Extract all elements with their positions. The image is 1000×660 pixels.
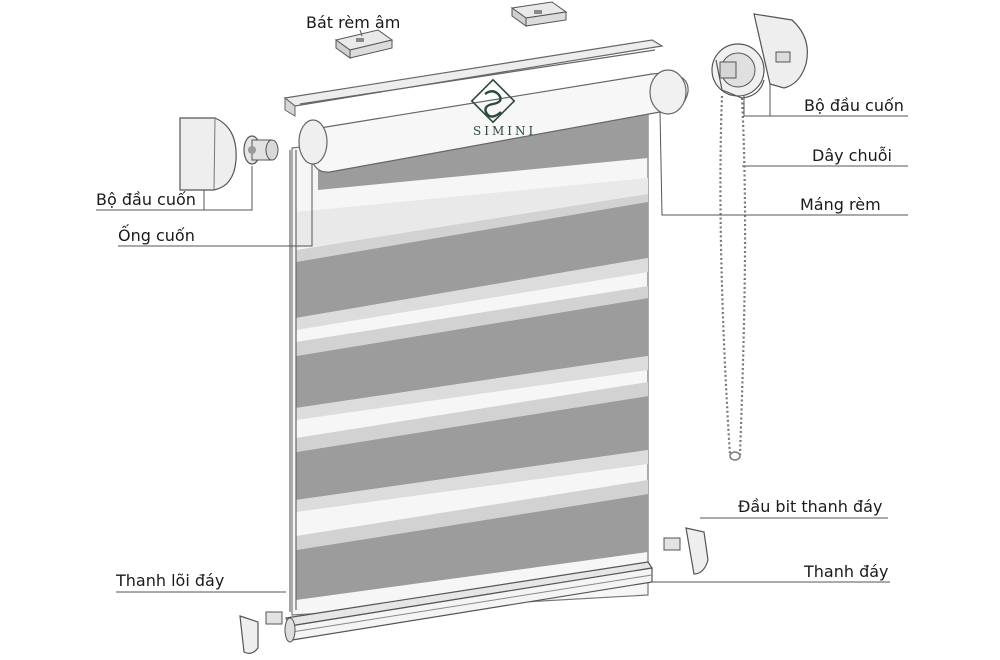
- brand-logo-text: SIMINI: [473, 124, 536, 138]
- label-ong-cuon: Ống cuốn: [118, 224, 195, 245]
- bottom-end-plug-right: [663, 527, 709, 575]
- fabric-dark-stripe: [296, 200, 648, 318]
- bottom-end-plug-left: [239, 611, 283, 654]
- label-bat-rem-am: Bát rèm âm: [306, 13, 400, 32]
- ball-chain: [719, 95, 747, 461]
- label-mang-rem: Máng rèm: [800, 195, 881, 214]
- fabric-dark-stripe: [296, 494, 648, 600]
- fabric-dark-stripe: [296, 298, 648, 408]
- bottom-bar: [284, 561, 654, 643]
- label-thanh-day: Thanh đáy: [803, 562, 889, 581]
- brand-logo: SIMINI: [470, 78, 536, 138]
- bracket-left: [334, 29, 394, 59]
- leader-lines: [96, 29, 908, 593]
- label-day-chuoi: Dây chuỗi: [812, 146, 892, 165]
- chain-control-unit: [711, 43, 765, 99]
- label-bo-dau-cuon-right: Bộ đầu cuốn: [804, 96, 904, 115]
- left-end-cap: [179, 117, 237, 191]
- fabric-dark-stripe: [296, 396, 648, 500]
- label-bo-dau-cuon-left: Bộ đầu cuốn: [96, 190, 196, 209]
- blind-fabric: [289, 107, 649, 616]
- fabric-dark-stripe: [296, 178, 648, 248]
- label-thanh-loi-day: Thanh lõi đáy: [115, 571, 224, 590]
- fabric-dark-stripe: [318, 115, 648, 190]
- label-dau-bit-thanh-day: Đầu bit thanh đáy: [738, 497, 882, 516]
- left-idler-plug: [243, 135, 279, 165]
- bracket-right: [510, 1, 568, 27]
- right-end-cap: [753, 13, 808, 89]
